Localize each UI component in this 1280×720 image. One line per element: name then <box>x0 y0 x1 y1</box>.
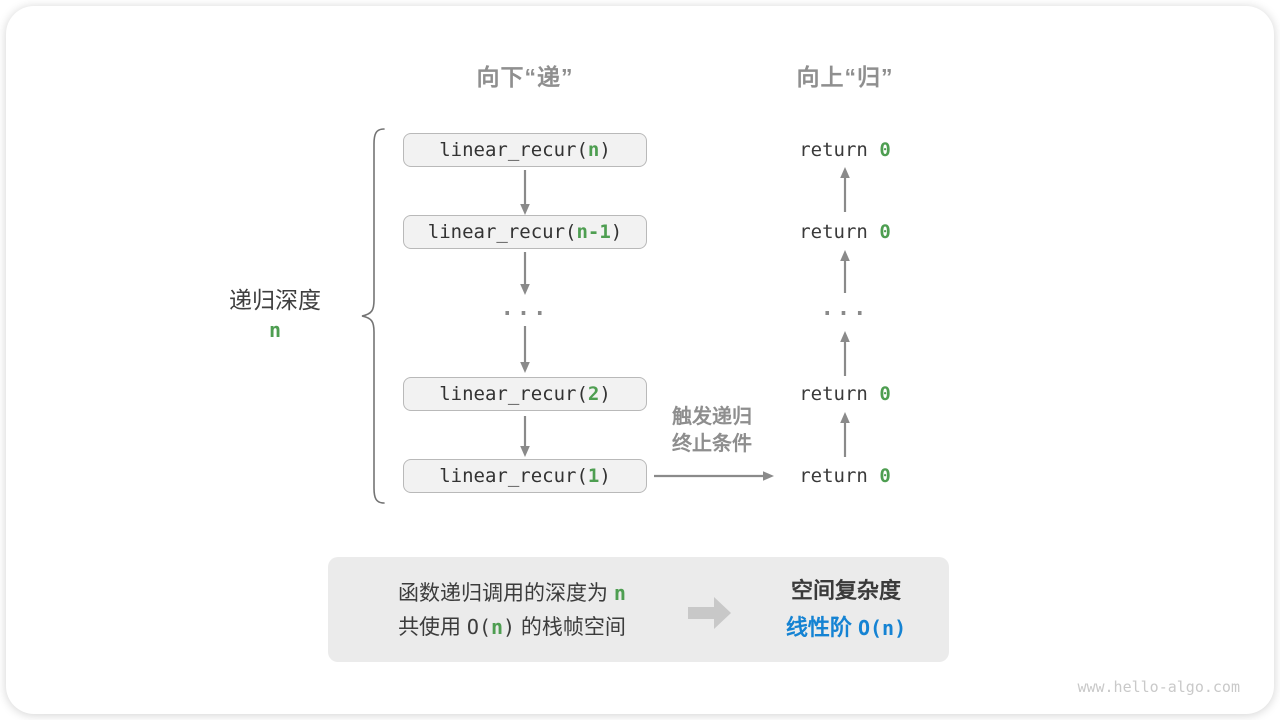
code-text: linear_recur( <box>439 465 588 487</box>
code-text: ) <box>610 221 623 243</box>
code-text: ) <box>599 383 611 405</box>
arrow-right-icon <box>654 471 774 481</box>
arrow-down-icon <box>520 252 530 295</box>
call-box-n-1: linear_recur(n-1) <box>403 215 647 249</box>
recursion-depth-brace <box>361 128 385 504</box>
base-case-line2: 终止条件 <box>672 433 752 455</box>
code-arg: 2 <box>587 383 600 405</box>
arrow-down-icon <box>520 416 530 457</box>
space-complexity-result: 线性阶 O(n) <box>758 610 934 642</box>
result-text: 线性阶 <box>785 615 858 640</box>
summary-code: ) <box>503 615 516 639</box>
code-arg: n <box>587 139 600 161</box>
return-value: 0 <box>879 221 891 243</box>
return-value: 0 <box>879 139 891 161</box>
code-arg: n-1 <box>576 221 611 243</box>
result-code: O(n) <box>857 616 907 640</box>
code-text: linear_recur( <box>439 139 588 161</box>
summary-line-2: 共使用 O(n) 的栈帧空间 <box>352 612 672 646</box>
call-stack-ellipsis: ... <box>500 296 550 321</box>
return-statement: return 0 <box>745 139 945 163</box>
arrow-up-icon <box>840 331 850 376</box>
summary-text: 的栈帧空间 <box>515 616 626 639</box>
summary-panel <box>328 557 949 662</box>
return-statement: return 0 <box>745 383 945 407</box>
code-text: linear_recur( <box>427 221 577 243</box>
call-box-2: linear_recur(2) <box>403 377 647 411</box>
space-complexity-title: 空间复杂度 <box>790 578 901 603</box>
code-text: ) <box>599 139 611 161</box>
code-text: return <box>799 139 880 161</box>
returns-ellipsis: ... <box>820 296 870 321</box>
return-value: 0 <box>879 465 891 487</box>
implies-arrow-icon <box>688 597 731 629</box>
arrow-up-icon <box>840 412 850 457</box>
summary-result-block: 空间复杂度 线性阶 O(n) <box>758 576 934 642</box>
column-header-descend: 向下“递” <box>476 64 574 90</box>
code-text: return <box>799 221 880 243</box>
summary-left-text: 函数递归调用的深度为 n 共使用 O(n) 的栈帧空间 <box>352 578 672 646</box>
arrow-up-icon <box>840 167 850 212</box>
recursion-depth-value: n <box>268 318 282 342</box>
arrow-down-icon <box>520 170 530 215</box>
code-text: linear_recur( <box>439 383 588 405</box>
summary-text: 共使用 <box>398 616 467 639</box>
summary-n-value: n <box>613 581 626 605</box>
base-case-label: 触发递归 终止条件 <box>652 404 772 458</box>
code-arg: 1 <box>587 465 600 487</box>
column-header-ascend: 向上“归” <box>796 64 894 90</box>
arrow-down-icon <box>520 326 530 373</box>
summary-n-value: n <box>491 615 504 639</box>
code-text: ) <box>599 465 611 487</box>
call-box-1: linear_recur(1) <box>403 459 647 493</box>
return-value: 0 <box>879 383 891 405</box>
code-text: return <box>799 465 880 487</box>
code-text: return <box>799 383 880 405</box>
summary-line-1: 函数递归调用的深度为 n <box>352 578 672 612</box>
summary-code: O( <box>466 615 491 639</box>
base-case-line1: 触发递归 <box>672 406 752 428</box>
arrow-up-icon <box>840 250 850 293</box>
site-watermark: www.hello-algo.com <box>1077 678 1240 696</box>
return-statement: return 0 <box>745 465 945 489</box>
call-box-n: linear_recur(n) <box>403 133 647 167</box>
summary-text: 函数递归调用的深度为 <box>398 582 614 605</box>
recursion-depth-label: 递归深度 <box>229 287 321 313</box>
return-statement: return 0 <box>745 221 945 245</box>
